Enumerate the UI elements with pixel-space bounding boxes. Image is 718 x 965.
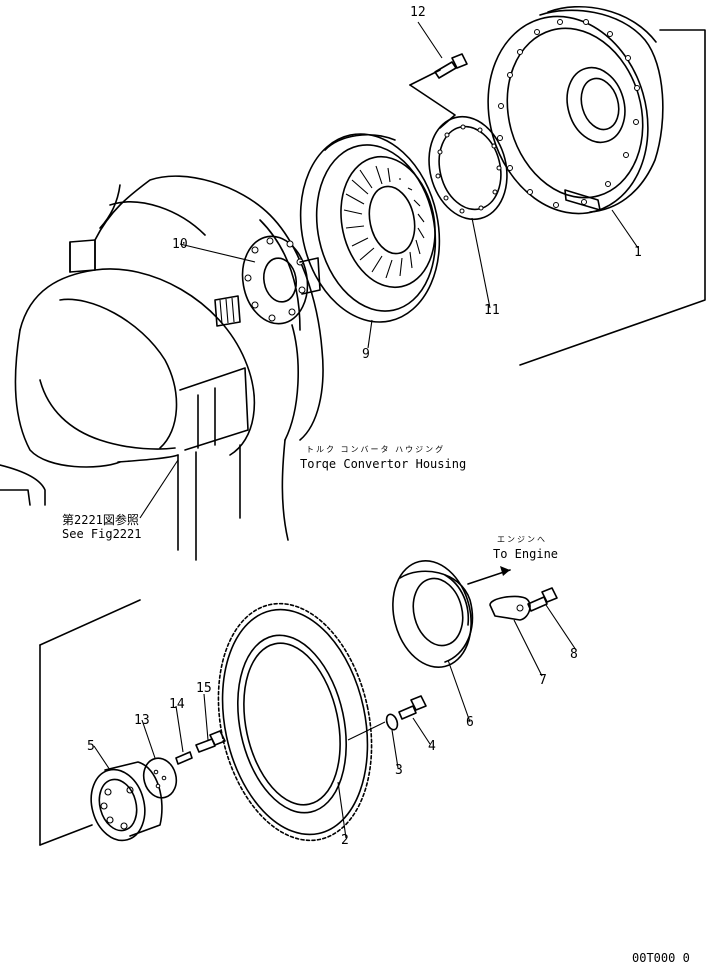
part-8-bolt (527, 587, 558, 612)
part-3-washer (385, 713, 399, 731)
part-4-bolt (398, 695, 427, 720)
label-part-14: 14 (169, 697, 185, 712)
label-part-15: 15 (196, 681, 212, 696)
part-5-bearing (90, 761, 163, 842)
label-part-7: 7 (539, 673, 547, 688)
engine-kana-label: エンジンへ (497, 535, 547, 544)
label-part-12: 12 (410, 5, 426, 20)
assembly-frame-lines (39, 29, 706, 846)
label-part-2: 2 (341, 833, 349, 848)
part-12-bolt (434, 53, 468, 79)
part-7-plate (489, 595, 531, 621)
housing-english-label: Torqe Convertor Housing (300, 457, 467, 471)
label-part-11: 11 (484, 303, 500, 318)
label-part-4: 4 (428, 739, 436, 754)
label-part-5: 5 (87, 739, 95, 754)
housing-kana-label: トルク コンバータ ハウジング (306, 445, 446, 454)
part-11-gasket (428, 115, 508, 221)
torque-converter-housing (0, 175, 324, 561)
part-2-ring-gear (217, 602, 373, 842)
engine-english-label: To Engine (493, 547, 559, 561)
label-part-3: 3 (395, 763, 403, 778)
part-15-bolt (195, 730, 226, 753)
label-part-8: 8 (570, 647, 578, 662)
reference-en-label: See Fig2221 (62, 527, 142, 541)
label-part-9: 9 (362, 347, 370, 362)
reference-jp-label: 第2221図参照 (62, 513, 139, 527)
leader-lines (93, 21, 639, 839)
part-10-flange (241, 235, 321, 325)
part-14-pin (175, 751, 193, 765)
part-9-turbine (299, 133, 441, 323)
label-part-1: 1 (634, 245, 642, 260)
label-part-13: 13 (134, 713, 150, 728)
part-13-retainer (142, 757, 178, 799)
label-part-6: 6 (466, 715, 474, 730)
part-6-adapter (392, 560, 474, 668)
drawing-code: 00T000 0 (632, 951, 690, 965)
part-1-cover (487, 6, 664, 215)
label-part-10: 10 (172, 237, 188, 252)
